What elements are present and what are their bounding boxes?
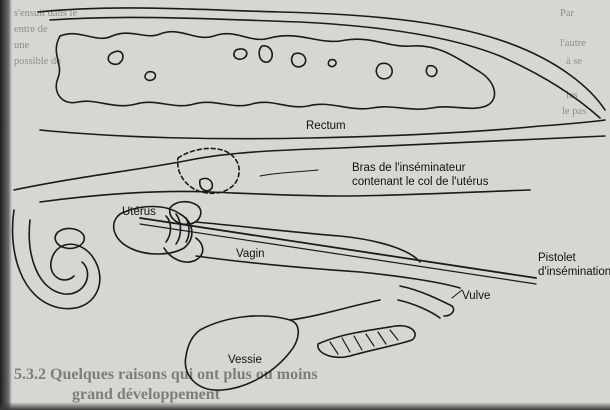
urethra bbox=[290, 300, 380, 320]
inseminator-arm-top bbox=[14, 136, 605, 190]
pointer-vulve bbox=[452, 290, 462, 298]
label-vagina: Vagin bbox=[236, 248, 265, 261]
rectum-fold bbox=[292, 53, 306, 67]
uterine-horn bbox=[13, 210, 100, 309]
pointer-bras bbox=[260, 170, 318, 176]
label-bladder: Vessie bbox=[228, 354, 262, 367]
rectum-fold bbox=[328, 60, 336, 67]
bone-hatching bbox=[330, 330, 398, 354]
insemination-gun bbox=[140, 218, 536, 278]
vulva bbox=[400, 286, 454, 316]
label-arm-line2: contenant le col de l'utérus bbox=[352, 176, 488, 189]
label-uterus: Utérus bbox=[122, 206, 156, 219]
rectum-fold bbox=[376, 63, 392, 79]
hand-shape bbox=[178, 148, 239, 193]
rectum-fold bbox=[234, 49, 247, 59]
insemination-gun-lower bbox=[140, 224, 536, 284]
rectum-fold bbox=[426, 66, 436, 77]
inseminator-arm-bottom bbox=[40, 190, 530, 202]
cervix-held bbox=[170, 202, 201, 225]
rectum-fold bbox=[259, 46, 272, 62]
hand-knuckles bbox=[200, 178, 213, 190]
label-rectum: Rectum bbox=[306, 120, 346, 133]
rectum-fold bbox=[145, 72, 155, 81]
page-edge-shadow bbox=[0, 0, 12, 410]
vulva-lower bbox=[398, 300, 440, 318]
ovary bbox=[55, 229, 84, 249]
rectum-content bbox=[56, 32, 494, 109]
label-gun-line2: d'insémination bbox=[538, 266, 610, 279]
rectum-fold bbox=[108, 51, 123, 64]
label-vulva: Vulve bbox=[462, 290, 490, 303]
cervix-bottom bbox=[164, 238, 203, 262]
label-arm-line1: Bras de l'inséminateur bbox=[352, 162, 465, 175]
rectum-wall-top-inner bbox=[50, 17, 600, 118]
page-bottom-shadow bbox=[0, 402, 610, 410]
label-gun-line1: Pistolet bbox=[538, 252, 576, 265]
pelvic-bone bbox=[318, 326, 415, 358]
